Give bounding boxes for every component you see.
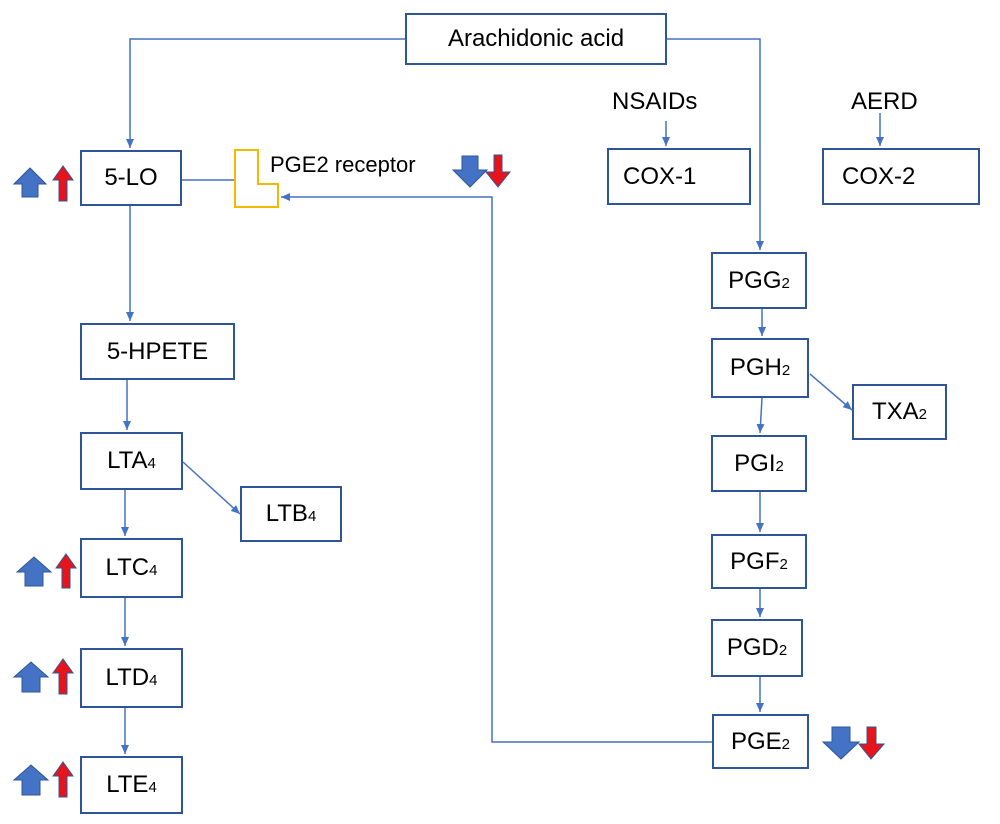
down-blue-arrow-icon [451,155,489,188]
node-label: Arachidonic acid [447,25,625,52]
node-label: COX-1 [623,162,697,190]
node-5-hpete: 5-HPETE [80,323,235,380]
node-label: LTE [106,771,149,798]
node-cox-2: COX-2 [822,148,980,205]
connector-aa-to-pgg2 [667,38,764,250]
connector-pgh2-to-txa2 [809,373,853,411]
up-red-arrow-icon [52,761,74,798]
up-blue-arrow-icon [15,556,53,587]
connector-pgh2-to-pgi2 [756,397,765,434]
node-label: PGF [730,547,780,575]
up-blue-arrow-icon [12,167,48,198]
node-label: TXA [871,398,919,425]
up-blue-arrow-icon [12,661,50,693]
aerd-label: AERD [851,88,918,115]
receptor-shape [234,149,279,208]
node-label: 5-LO [104,164,158,191]
down-red-arrow-icon [857,726,886,760]
down-red-arrow-icon [484,154,512,188]
up-red-arrow-icon [52,658,74,695]
connector-pge2-to-receptor [281,193,712,743]
node-cox-1: COX-1 [607,148,751,205]
node-arachidonic-acid: Arachidonic acid [405,13,667,65]
node-label: PGE [730,727,782,755]
node-label: LTD [105,664,150,691]
node-label: LTA [107,447,148,474]
node-5-lo: 5-LO [80,150,182,206]
node-label: LTB [265,500,308,527]
node-label: PGG [728,266,782,294]
node-label: 5-HPETE [106,337,209,365]
up-red-arrow-icon [55,553,77,589]
down-blue-arrow-icon [821,726,861,760]
node-label: COX-2 [842,162,916,190]
node-label: PGD [726,634,779,661]
node-label: LTC [105,554,150,581]
up-red-arrow-icon [52,165,74,202]
node-label: PGI [734,449,776,477]
nsaids-label: NSAIDs [612,88,698,115]
pge2-receptor-label: PGE2 receptor [270,152,416,177]
connector-aa-to-5lo [126,38,405,148]
connector-lta4-to-ltb4 [182,461,241,515]
node-label: PGH [729,354,782,381]
up-blue-arrow-icon [12,764,50,796]
